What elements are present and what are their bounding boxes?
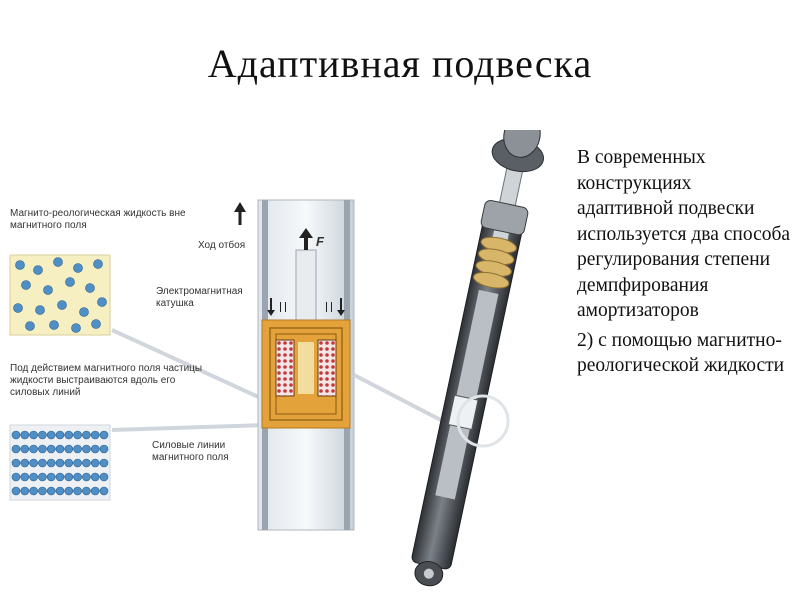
particle [64, 486, 74, 496]
particle [20, 430, 30, 440]
body-paragraph-2: 2) с помощью магнитно-реологической жидк… [577, 329, 785, 377]
particle [73, 430, 82, 440]
damper-cylinder-cutaway [234, 199, 355, 531]
particle [82, 458, 91, 468]
label-fluid-outside: Магнито-реологическая жидкость вне магни… [10, 208, 186, 231]
particle [99, 486, 109, 496]
particle [55, 458, 65, 468]
particle [11, 458, 21, 468]
particle [99, 444, 109, 454]
particle [73, 472, 82, 482]
pointer-line [111, 328, 266, 402]
label-fluid-inside: Под действием магнитного поля частицы жи… [10, 363, 203, 398]
particle [11, 444, 21, 454]
particle [43, 285, 53, 295]
particle [38, 486, 47, 496]
particle [29, 458, 38, 468]
particle [33, 265, 43, 275]
fluid-inside-field-box [9, 424, 111, 501]
particle [82, 430, 91, 440]
particle [29, 486, 38, 496]
particle [46, 444, 56, 454]
particle [20, 486, 30, 496]
particle [73, 458, 82, 468]
particle [99, 458, 109, 468]
label-rebound: Ход отбоя [198, 240, 246, 251]
particle [38, 430, 47, 440]
pointer-line [111, 423, 266, 432]
fluid-outside-field-box [9, 254, 111, 336]
particle [21, 280, 31, 290]
particle [79, 307, 89, 317]
particle [46, 486, 56, 496]
particle [38, 458, 47, 468]
particle [91, 319, 101, 329]
particle [11, 430, 21, 440]
particle [90, 430, 100, 440]
shock-absorber-image [411, 130, 544, 587]
particle [13, 303, 23, 313]
particle [90, 444, 100, 454]
particle [82, 444, 91, 454]
particle [99, 430, 109, 440]
particle [29, 444, 38, 454]
particle [46, 430, 56, 440]
particle [73, 263, 83, 273]
particle [71, 323, 81, 333]
particle [64, 430, 74, 440]
label-coil: Электромагнитная катушка [156, 286, 243, 309]
slide-title: Адаптивная подвеска [207, 41, 593, 86]
particle [73, 444, 82, 454]
label-field-lines: Силовые линии магнитного поля [152, 440, 229, 463]
particle [29, 472, 38, 482]
particle [38, 444, 47, 454]
particle [25, 321, 35, 331]
zoom-circle [456, 394, 510, 448]
particle [20, 444, 30, 454]
particle [20, 472, 30, 482]
particle [49, 320, 59, 330]
particle [35, 305, 45, 315]
particle [55, 486, 65, 496]
particle [64, 472, 74, 482]
particle [64, 444, 74, 454]
particle [90, 458, 100, 468]
particle [55, 444, 65, 454]
particle [55, 472, 65, 482]
particle [55, 430, 65, 440]
particle [64, 458, 74, 468]
particle [29, 430, 38, 440]
particle [82, 486, 91, 496]
particle [82, 472, 91, 482]
particle [57, 300, 67, 310]
particle [15, 260, 25, 270]
particle [99, 472, 109, 482]
particle [38, 472, 47, 482]
particle [90, 472, 100, 482]
slide-body-text: В современных конструкциях адаптивной по… [577, 145, 792, 383]
particle [65, 277, 75, 287]
label-force: F [316, 234, 324, 249]
magnetorheological-damper-figure: Магнито-реологическая жидкость вне магни… [0, 130, 560, 600]
particle [73, 486, 82, 496]
particle [46, 472, 56, 482]
particle [11, 486, 21, 496]
particle [93, 259, 103, 269]
particle [46, 458, 56, 468]
particle [20, 458, 30, 468]
particle [90, 486, 100, 496]
particle [97, 297, 107, 307]
particle [53, 257, 63, 267]
body-paragraph-1: В современных конструкциях адаптивной по… [577, 147, 791, 321]
particle [85, 283, 95, 293]
particle [11, 472, 21, 482]
figure-graphics [9, 130, 544, 587]
